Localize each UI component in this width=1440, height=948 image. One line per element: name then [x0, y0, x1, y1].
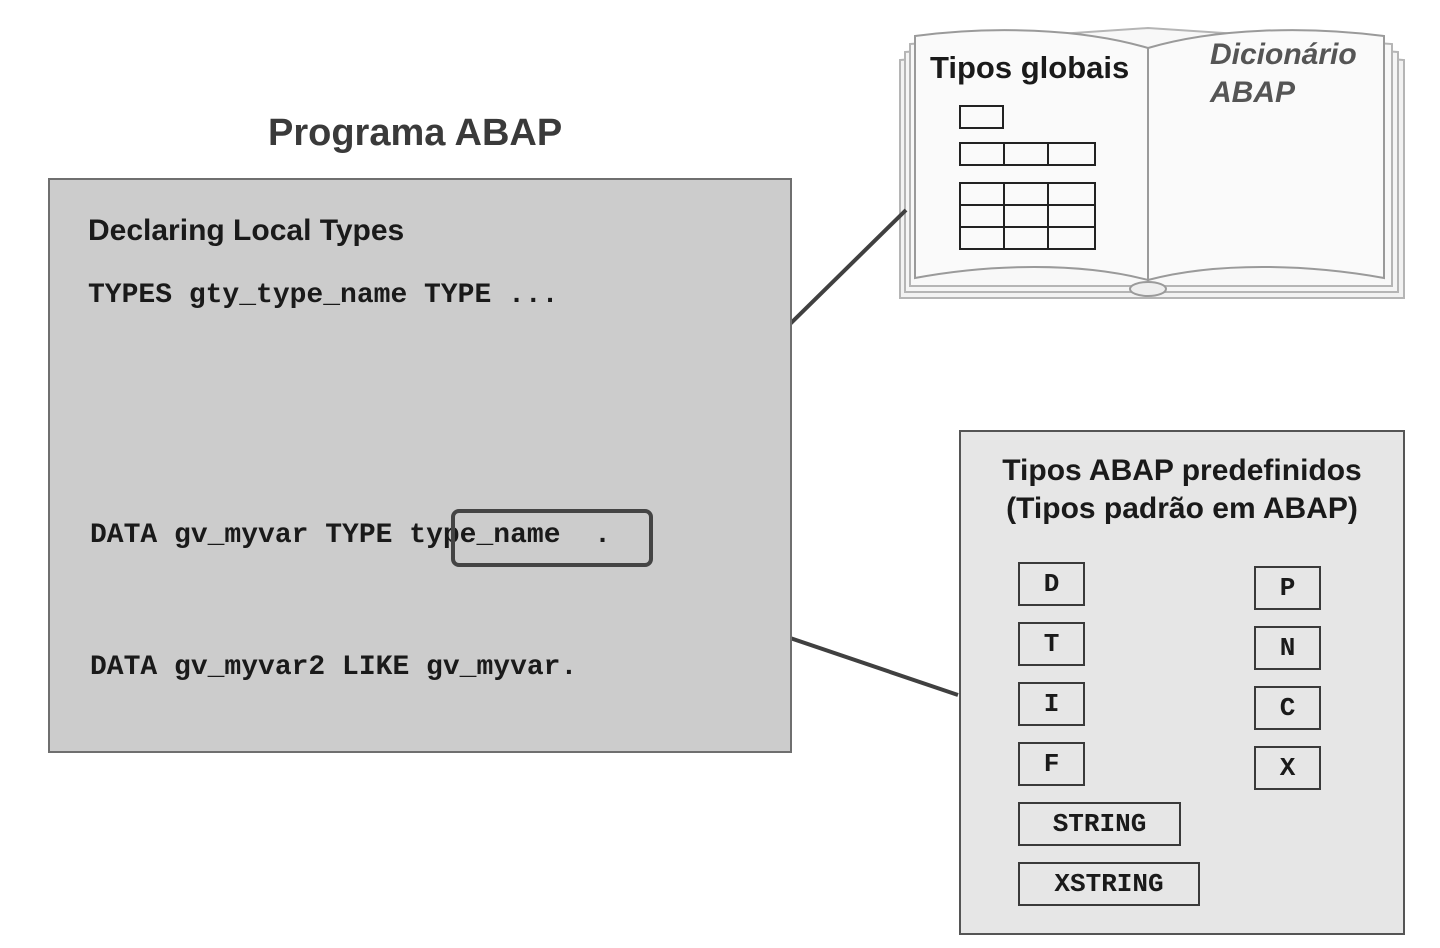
- code-line-data2: DATA gv_myvar2 LIKE gv_myvar.: [90, 652, 578, 683]
- type-chip-x: X: [1254, 746, 1321, 790]
- code-data1-suffix: .: [594, 520, 611, 551]
- type-chip-i: I: [1018, 682, 1085, 726]
- type-chip-string: STRING: [1018, 802, 1181, 846]
- type-chip-n: N: [1254, 626, 1321, 670]
- section-heading: Declaring Local Types: [88, 214, 405, 247]
- type-chip-d: D: [1018, 562, 1085, 606]
- type-chip-xstring: XSTRING: [1018, 862, 1200, 906]
- type-chip-f: F: [1018, 742, 1085, 786]
- predefined-title-line2: (Tipos padrão em ABAP): [1006, 492, 1358, 525]
- type-name-highlight: [451, 509, 653, 567]
- type-chip-t: T: [1018, 622, 1085, 666]
- dictionary-subtitle-line2: ABAP: [1210, 76, 1296, 109]
- code-line-types: TYPES gty_type_name TYPE ...: [88, 280, 559, 311]
- type-chip-c: C: [1254, 686, 1321, 730]
- code-data1-type-name: type_name: [409, 520, 561, 551]
- program-title: Programa ABAP: [268, 112, 563, 154]
- program-panel: [48, 178, 792, 753]
- predefined-title-line1: Tipos ABAP predefinidos: [1002, 454, 1362, 487]
- table-icons: [959, 105, 1096, 250]
- dictionary-title: Tipos globais: [930, 50, 1130, 85]
- dictionary-subtitle-line1: Dicionário: [1210, 38, 1357, 71]
- code-data1-prefix: DATA gv_myvar TYPE: [90, 520, 410, 551]
- dictionary-subtitle: Dicionário ABAP: [1210, 36, 1400, 112]
- predefined-types-title: Tipos ABAP predefinidos (Tipos padrão em…: [959, 452, 1405, 528]
- code-line-data1: DATA gv_myvar TYPE type_name .: [90, 520, 611, 551]
- type-chip-p: P: [1254, 566, 1321, 610]
